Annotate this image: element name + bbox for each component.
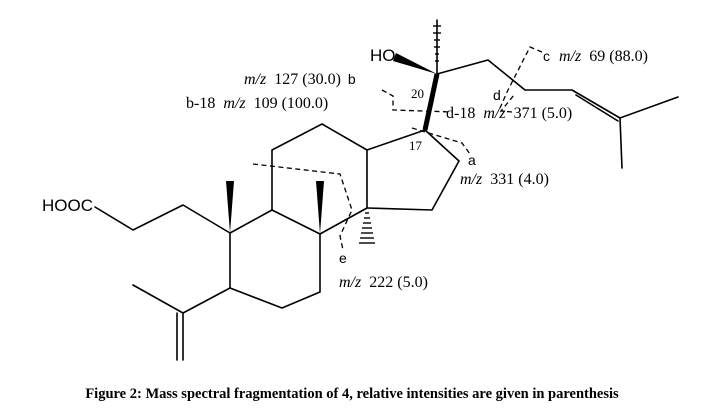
hydroxyl-label: HO <box>370 46 396 65</box>
isopropenyl-group <box>132 284 231 361</box>
fragment-b18-mz: m/z <box>223 95 246 112</box>
fragment-a-annotation: m/z 331 (4.0) <box>460 171 549 188</box>
cleavage-b <box>381 89 453 113</box>
fragment-b18-annotation: b-18 m/z 109 (100.0) <box>186 95 328 112</box>
fragment-d18-mz: m/z <box>483 105 506 122</box>
c10-methyl-wedge <box>316 181 324 234</box>
side-chain-double-bond <box>575 94 619 122</box>
ring-c <box>366 129 460 211</box>
fragment-a-letter: a <box>468 152 476 168</box>
fragment-c-letter: c <box>543 48 550 64</box>
fragment-d18-value: 371 (5.0) <box>514 105 573 122</box>
c17-c20-bond <box>422 73 440 131</box>
fragment-b18-value: 109 (100.0) <box>254 95 329 112</box>
cleavage-c <box>499 46 543 109</box>
fragment-e-annotation: m/z 222 (5.0) <box>339 274 428 291</box>
fragment-d-letter: d <box>493 87 501 103</box>
fragment-e-mz: m/z <box>339 274 362 291</box>
molecule-skeleton <box>94 19 679 361</box>
cleavage-e <box>252 163 353 251</box>
ring-b <box>271 123 368 235</box>
c4-methyl-wedge <box>226 181 234 233</box>
fragment-d18-annotation: d-18 m/z 371 (5.0) <box>446 105 572 122</box>
carboxyl-chain <box>94 204 231 234</box>
cleavage-lines <box>252 46 543 251</box>
cleavage-a <box>411 127 471 155</box>
fragment-e-letter: e <box>339 250 347 266</box>
fragment-a-value: 331 (4.0) <box>490 171 549 188</box>
fragment-b-letter: b <box>348 71 356 87</box>
fragment-e-value: 222 (5.0) <box>369 274 428 291</box>
cleavage-d <box>499 94 515 113</box>
ring-a <box>229 209 321 309</box>
hydroxyl-wedge <box>393 53 437 74</box>
c20-locant: 20 <box>411 86 424 101</box>
fragment-a-mz: m/z <box>460 171 483 188</box>
c13-methyl-hashed <box>359 212 375 244</box>
fragment-b-value: 127 (30.0) <box>274 71 341 88</box>
fragment-c-mz: m/z <box>559 48 582 65</box>
fragment-d18-label: d-18 <box>446 105 475 122</box>
fragment-c-value: 69 (88.0) <box>589 48 648 65</box>
c17-locant: 17 <box>409 138 423 153</box>
fragment-b-annotation: m/z 127 (30.0) b <box>244 71 356 88</box>
side-chain <box>436 59 679 169</box>
figure-caption: Figure 2: Mass spectral fragmentation of… <box>85 386 619 402</box>
c20-methyl-hashed <box>433 25 441 62</box>
carboxyl-label: HOOC <box>42 196 93 215</box>
fragment-b18-label: b-18 <box>186 95 215 112</box>
fragment-b-mz: m/z <box>244 71 267 88</box>
fragment-c-annotation: c m/z 69 (88.0) <box>543 48 648 65</box>
